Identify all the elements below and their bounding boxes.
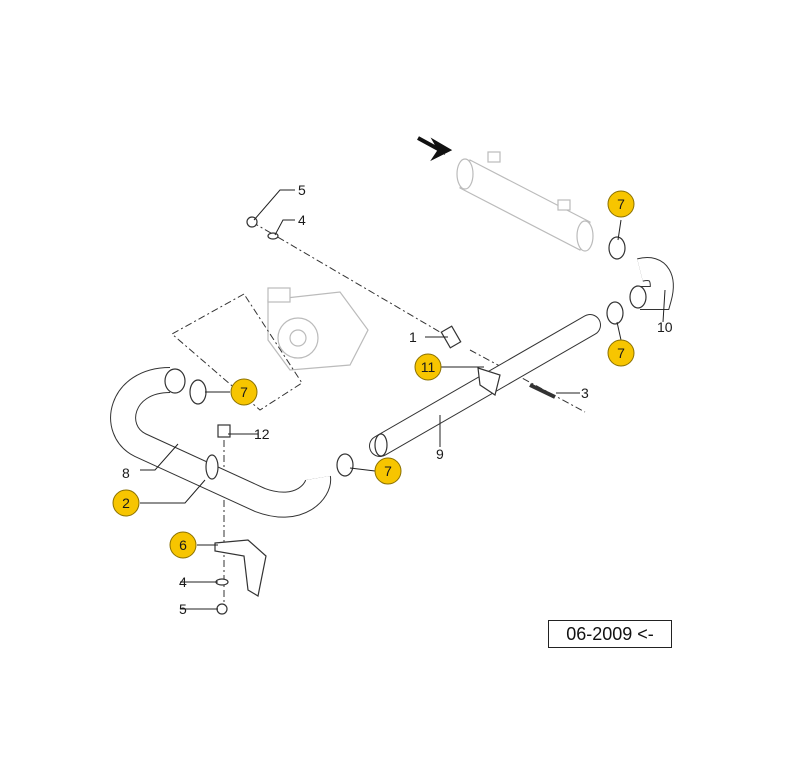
water-pump-ghost (267, 287, 369, 371)
badge-6[interactable]: 6 (169, 531, 197, 559)
callout-9: 9 (436, 446, 444, 462)
svg-text:2: 2 (122, 495, 130, 511)
bracket-11 (477, 367, 501, 396)
badge-7[interactable]: 7 (607, 339, 635, 367)
spacer-1 (440, 325, 462, 349)
oil-cooler-ghost (456, 151, 594, 252)
badge-7[interactable]: 7 (374, 457, 402, 485)
callout-3: 3 (581, 385, 589, 401)
nut-5 (216, 603, 228, 615)
callout-4: 4 (298, 212, 306, 228)
clamp-7 (608, 236, 626, 260)
callout-8: 8 (122, 465, 130, 481)
hose-8 (110, 367, 332, 518)
callout-5: 5 (179, 601, 187, 617)
badge-7[interactable]: 7 (230, 378, 258, 406)
clamp-7 (336, 453, 354, 477)
callout-1: 1 (409, 329, 417, 345)
svg-text:6: 6 (179, 537, 187, 553)
bolt-12 (217, 424, 231, 438)
clamp-7 (189, 379, 207, 405)
direction-arrow-icon (417, 136, 453, 162)
svg-text:7: 7 (240, 384, 248, 400)
bolt-3 (529, 383, 556, 399)
svg-text:7: 7 (384, 463, 392, 479)
hose-10 (629, 257, 674, 310)
assembly-boundary (171, 293, 303, 411)
callout-10: 10 (657, 319, 673, 335)
bracket-6 (214, 539, 267, 597)
pipe-9 (369, 314, 601, 457)
callout-5: 5 (298, 182, 306, 198)
axis-line-top (251, 221, 586, 413)
badge-11[interactable]: 11 (414, 353, 442, 381)
badge-2[interactable]: 2 (112, 489, 140, 517)
svg-text:7: 7 (617, 345, 625, 361)
callout-12: 12 (254, 426, 270, 442)
badge-7[interactable]: 7 (607, 190, 635, 218)
svg-text:11: 11 (421, 359, 436, 375)
washer-4 (267, 232, 279, 240)
revision-label: 06-2009 <- (548, 620, 672, 648)
clamp-7 (606, 301, 624, 325)
svg-text:7: 7 (617, 196, 625, 212)
callout-4: 4 (179, 574, 187, 590)
